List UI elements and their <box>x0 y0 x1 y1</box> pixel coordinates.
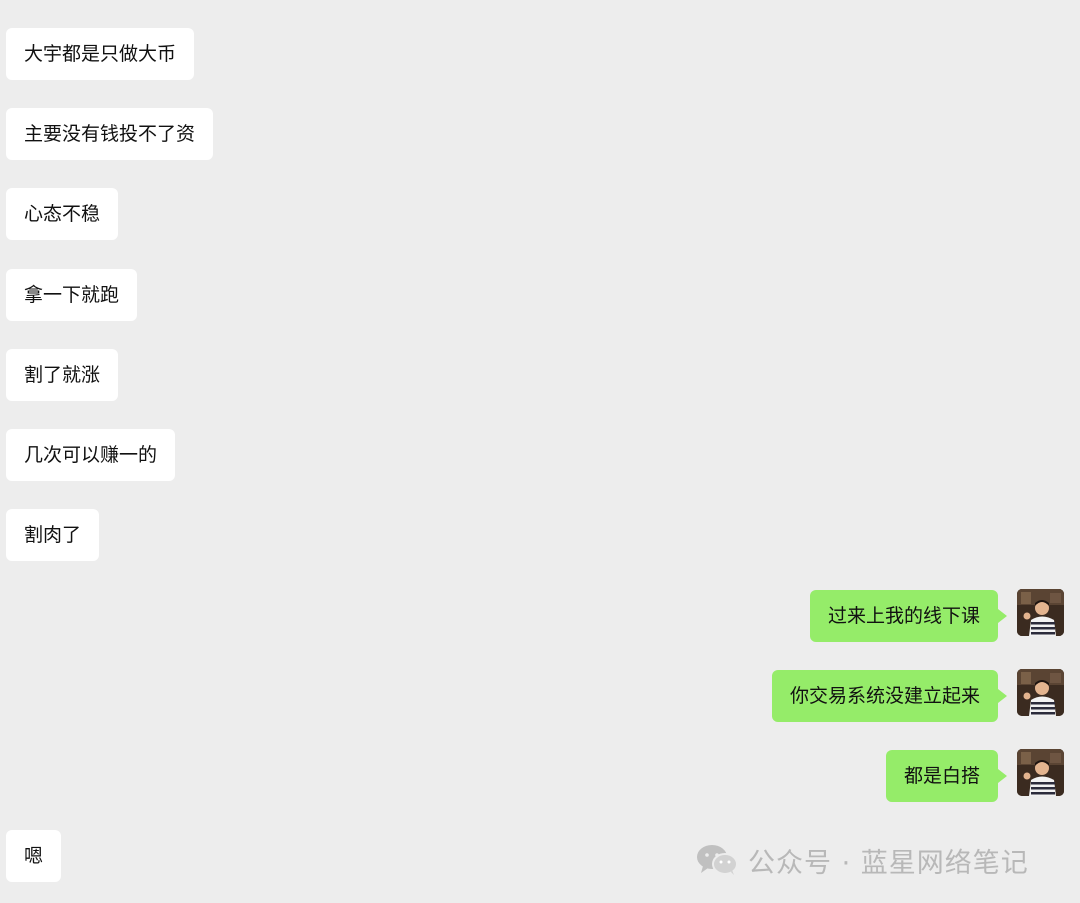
incoming-message[interactable]: 嗯 <box>6 830 62 882</box>
incoming-message[interactable]: 心态不稳 <box>6 188 119 240</box>
incoming-message[interactable]: 大宇都是只做大币 <box>6 28 195 80</box>
wechat-icon <box>697 845 738 875</box>
avatar[interactable] <box>1017 749 1064 796</box>
incoming-message[interactable]: 割肉了 <box>6 509 100 561</box>
outgoing-message[interactable]: 过来上我的线下课 <box>809 590 1008 642</box>
user-avatar-photo-icon <box>1017 589 1064 636</box>
incoming-message[interactable]: 主要没有钱投不了资 <box>6 108 214 160</box>
incoming-message[interactable]: 割了就涨 <box>6 349 119 401</box>
watermark: 公众号 · 蓝星网络笔记 <box>696 838 1029 882</box>
outgoing-message[interactable]: 都是白搭 <box>885 750 1008 802</box>
avatar[interactable] <box>1017 589 1064 636</box>
avatar[interactable] <box>1017 669 1064 716</box>
incoming-message[interactable]: 拿一下就跑 <box>6 269 138 321</box>
outgoing-message[interactable]: 你交易系统没建立起来 <box>771 670 1008 722</box>
incoming-message[interactable]: 几次可以赚一的 <box>6 429 176 481</box>
watermark-text: 公众号 · 蓝星网络笔记 <box>748 847 1029 879</box>
user-avatar-photo-icon <box>1017 749 1064 796</box>
user-avatar-photo-icon <box>1017 669 1064 716</box>
